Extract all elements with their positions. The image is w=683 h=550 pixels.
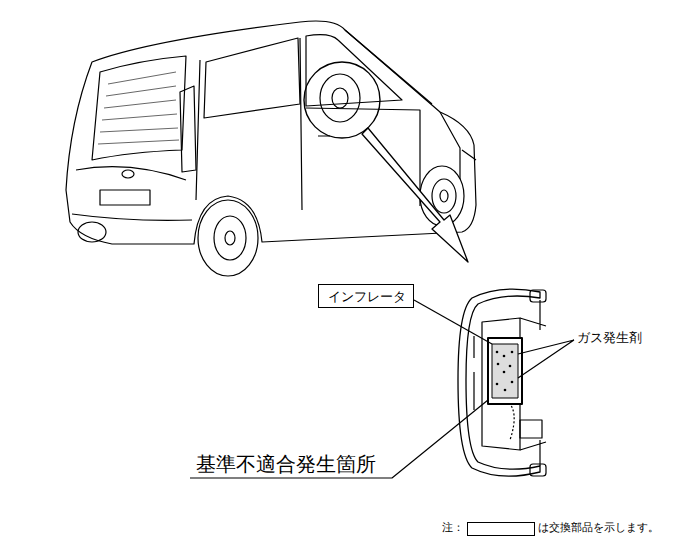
rear-wheel [198, 200, 258, 276]
tail-light [180, 86, 196, 172]
car-body [66, 21, 476, 244]
note-label: 注： [442, 521, 464, 534]
rear-window [92, 56, 186, 160]
leader-line [518, 340, 574, 378]
part-label: ガス発生剤 [577, 330, 642, 346]
legend-text: は交換部品を示します。 [538, 521, 659, 534]
legend-swatch [467, 522, 535, 536]
magnify-circle [304, 62, 380, 138]
box-label: インフレータ [328, 289, 413, 305]
inflator-part [488, 338, 522, 404]
side-window [204, 38, 300, 118]
pointer-arrow [362, 128, 468, 262]
label-box: インフレータ [318, 284, 414, 308]
defect-label: 基準不適合発生箇所 [196, 452, 376, 476]
leader-line [190, 400, 488, 478]
leader-line [414, 300, 492, 344]
